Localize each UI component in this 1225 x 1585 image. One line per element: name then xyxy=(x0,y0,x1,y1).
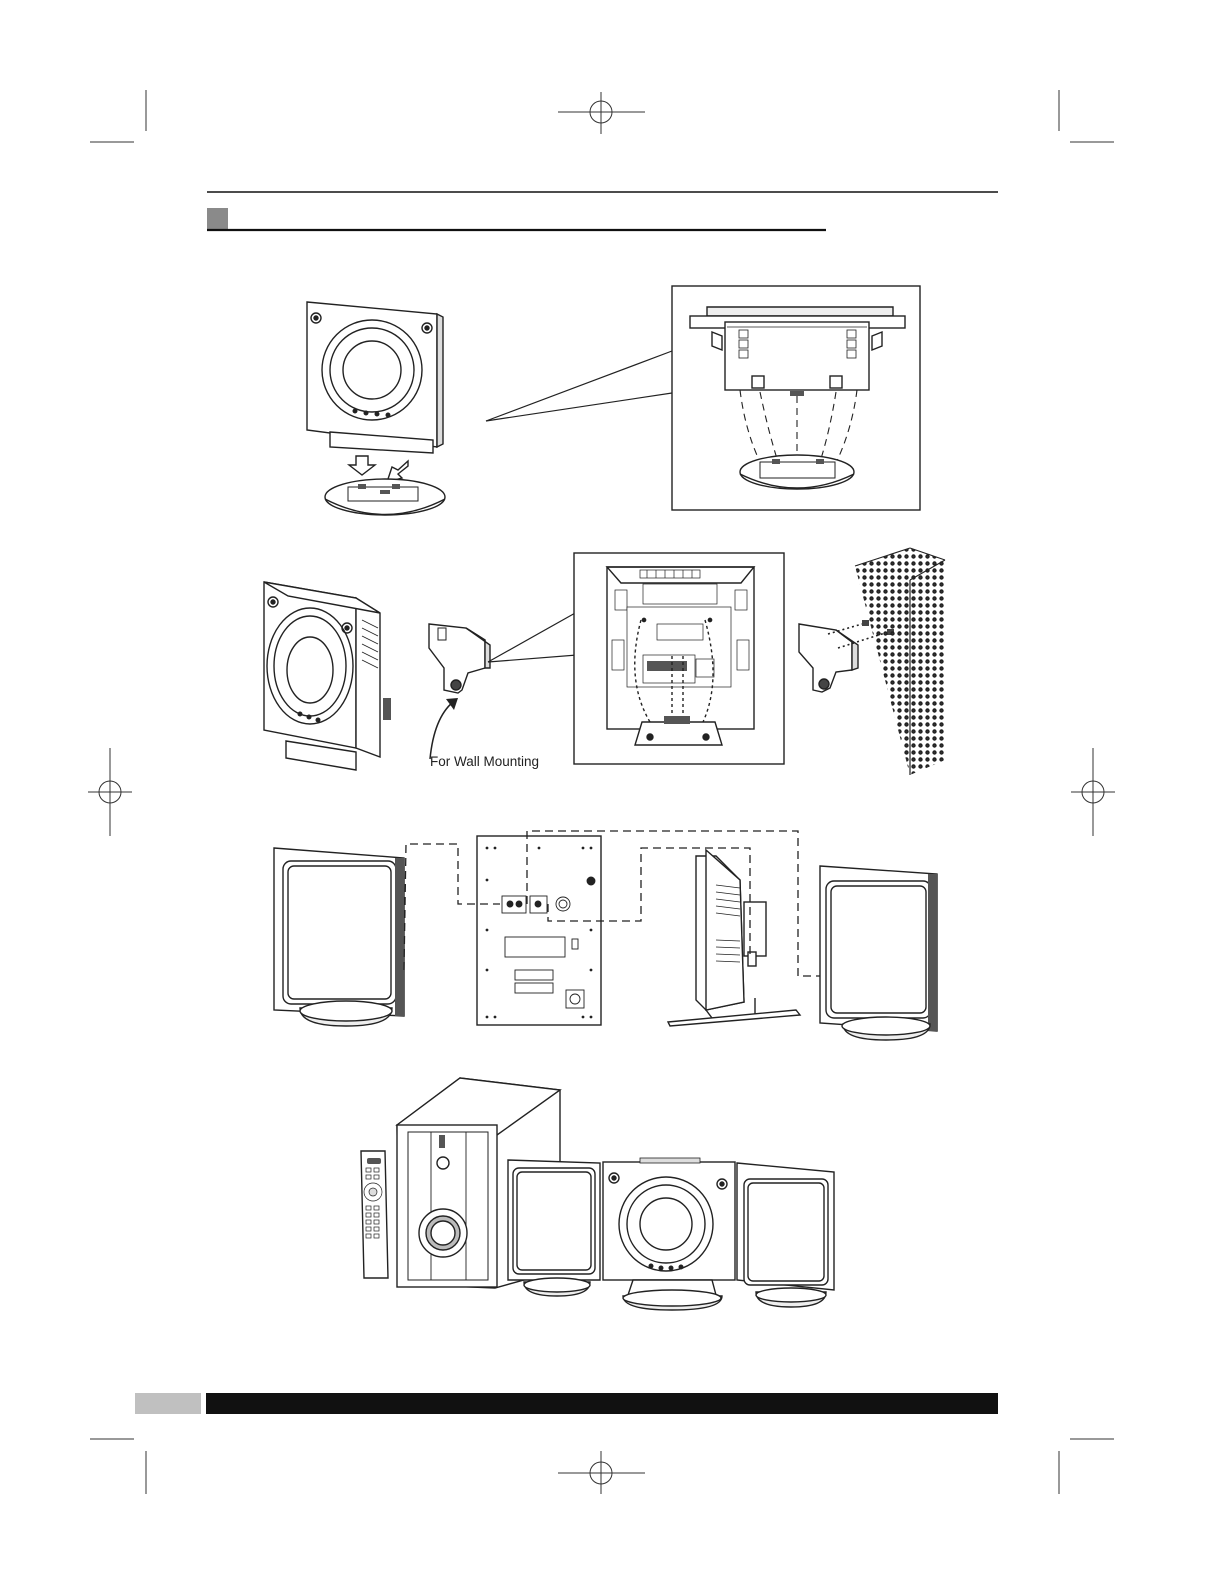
stand-attachment-detail-figure xyxy=(672,286,920,510)
wall-mount-label: For Wall Mounting xyxy=(430,754,539,769)
registration-mark-bottom xyxy=(558,1451,645,1494)
wall-bracket-figure xyxy=(264,548,945,775)
registration-mark-right xyxy=(1071,748,1115,836)
registration-mark-top xyxy=(558,92,645,134)
section-marker-square xyxy=(207,208,228,229)
footer-page-tab xyxy=(135,1393,201,1414)
unit-on-stand-figure xyxy=(307,302,672,515)
crop-marks xyxy=(90,90,1114,1494)
speaker-connection-figure xyxy=(274,831,937,1040)
assembled-system-figure xyxy=(361,1078,834,1310)
footer-bar xyxy=(206,1393,998,1414)
registration-mark-left xyxy=(88,748,132,836)
